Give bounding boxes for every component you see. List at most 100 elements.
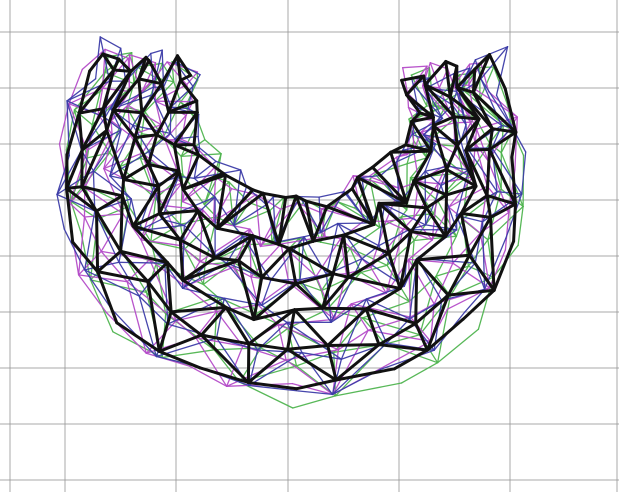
truss-link-black <box>237 234 254 263</box>
truss-link-magenta <box>288 281 335 321</box>
truss-link-green <box>150 197 157 243</box>
truss-link-blue <box>474 46 509 61</box>
truss-link-magenta <box>154 84 188 102</box>
truss-link-blue <box>480 78 513 129</box>
truss-link-black <box>512 202 517 243</box>
truss-link-blue <box>248 352 303 387</box>
truss-link-magenta <box>104 48 129 59</box>
truss-link-black <box>410 120 433 153</box>
truss-link-green <box>238 381 294 409</box>
truss-link-magenta <box>468 84 518 118</box>
truss-link-blue <box>118 261 166 264</box>
truss-link-black <box>111 108 137 140</box>
truss-link-magenta <box>370 266 387 294</box>
truss-link-black <box>172 143 201 157</box>
truss-link-green <box>269 196 285 211</box>
truss-link-blue <box>331 342 388 396</box>
truss-link-magenta <box>504 211 510 251</box>
truss-link-black <box>485 194 492 219</box>
truss-link-magenta <box>110 104 129 122</box>
truss-link-black <box>105 128 126 181</box>
truss-link-green <box>349 247 362 274</box>
truss-link-black <box>96 249 123 274</box>
truss-link-black <box>342 222 376 237</box>
truss-link-blue <box>214 196 235 227</box>
truss-link-green <box>436 328 480 364</box>
truss-link-black <box>423 83 435 119</box>
truss-link-blue <box>286 321 343 360</box>
truss-link-magenta <box>199 261 234 269</box>
truss-link-magenta <box>103 167 124 215</box>
truss-link-green <box>487 205 524 241</box>
truss-link-magenta <box>332 329 369 396</box>
truss-link-black <box>455 143 478 188</box>
truss-link-black <box>129 55 148 73</box>
truss-link-black <box>398 258 419 290</box>
truss-link-black <box>489 202 517 219</box>
truss-link-black <box>260 275 298 286</box>
truss-link-black <box>147 162 161 188</box>
truss-link-blue <box>197 113 200 138</box>
truss-link-black <box>133 133 159 140</box>
truss-link-blue <box>424 170 442 187</box>
truss-link-blue <box>495 94 513 129</box>
truss-link-magenta <box>145 320 177 354</box>
truss-link-magenta <box>448 206 481 234</box>
truss-link-green <box>467 239 489 267</box>
truss-link-magenta <box>408 239 433 261</box>
truss-link-black <box>246 347 290 384</box>
truss-link-blue <box>521 151 527 195</box>
truss-link-black <box>423 83 456 119</box>
truss-link-magenta <box>280 235 326 245</box>
truss-link-black <box>80 107 105 152</box>
truss-link-blue <box>378 204 386 247</box>
truss-link-black <box>251 234 264 279</box>
truss-link-black <box>157 209 200 216</box>
truss-link-black <box>503 87 518 134</box>
truss-link-black <box>137 77 144 115</box>
truss-link-black <box>412 179 448 197</box>
truss-link-black <box>146 280 161 353</box>
truss-link-blue <box>151 94 171 135</box>
truss-link-magenta <box>479 232 491 289</box>
truss-link-black <box>464 127 494 152</box>
truss-link-magenta <box>103 152 143 170</box>
truss-link-green <box>374 163 408 175</box>
truss-link-magenta <box>409 316 432 342</box>
truss-link-black <box>294 272 335 286</box>
truss-link-blue <box>151 86 155 96</box>
truss-link-black <box>415 258 450 297</box>
truss-link-blue <box>215 160 242 171</box>
truss-link-black <box>459 194 489 215</box>
truss-link-magenta <box>285 359 334 396</box>
truss-link-black <box>157 333 203 353</box>
truss-link-black <box>471 90 518 134</box>
truss-link-black <box>489 215 496 292</box>
truss-link-black <box>471 53 491 94</box>
truss-link-green <box>413 235 458 242</box>
truss-link-black <box>425 293 450 352</box>
truss-link-magenta <box>367 329 432 342</box>
truss-link-green <box>384 334 421 345</box>
truss-link-green <box>213 349 241 383</box>
truss-link-black <box>155 110 171 137</box>
truss-link-blue <box>160 196 216 220</box>
truss-link-magenta <box>337 303 352 351</box>
truss-link-black <box>122 136 137 181</box>
truss-link-magenta <box>105 311 147 354</box>
truss-link-black <box>215 226 254 238</box>
truss-link-black <box>326 343 381 347</box>
truss-link-black <box>120 194 135 228</box>
truss-link-black <box>334 343 381 382</box>
truss-link-black <box>181 259 240 282</box>
truss-link-black <box>122 178 161 188</box>
truss-link-black <box>448 95 456 119</box>
truss-link-green <box>457 114 476 118</box>
truss-link-black <box>65 111 81 157</box>
truss-link-black <box>464 148 489 198</box>
truss-link-black <box>176 54 182 82</box>
truss-link-black <box>294 282 324 310</box>
truss-link-black <box>444 193 448 238</box>
truss-link-green <box>360 271 410 303</box>
truss-link-magenta <box>164 114 187 141</box>
